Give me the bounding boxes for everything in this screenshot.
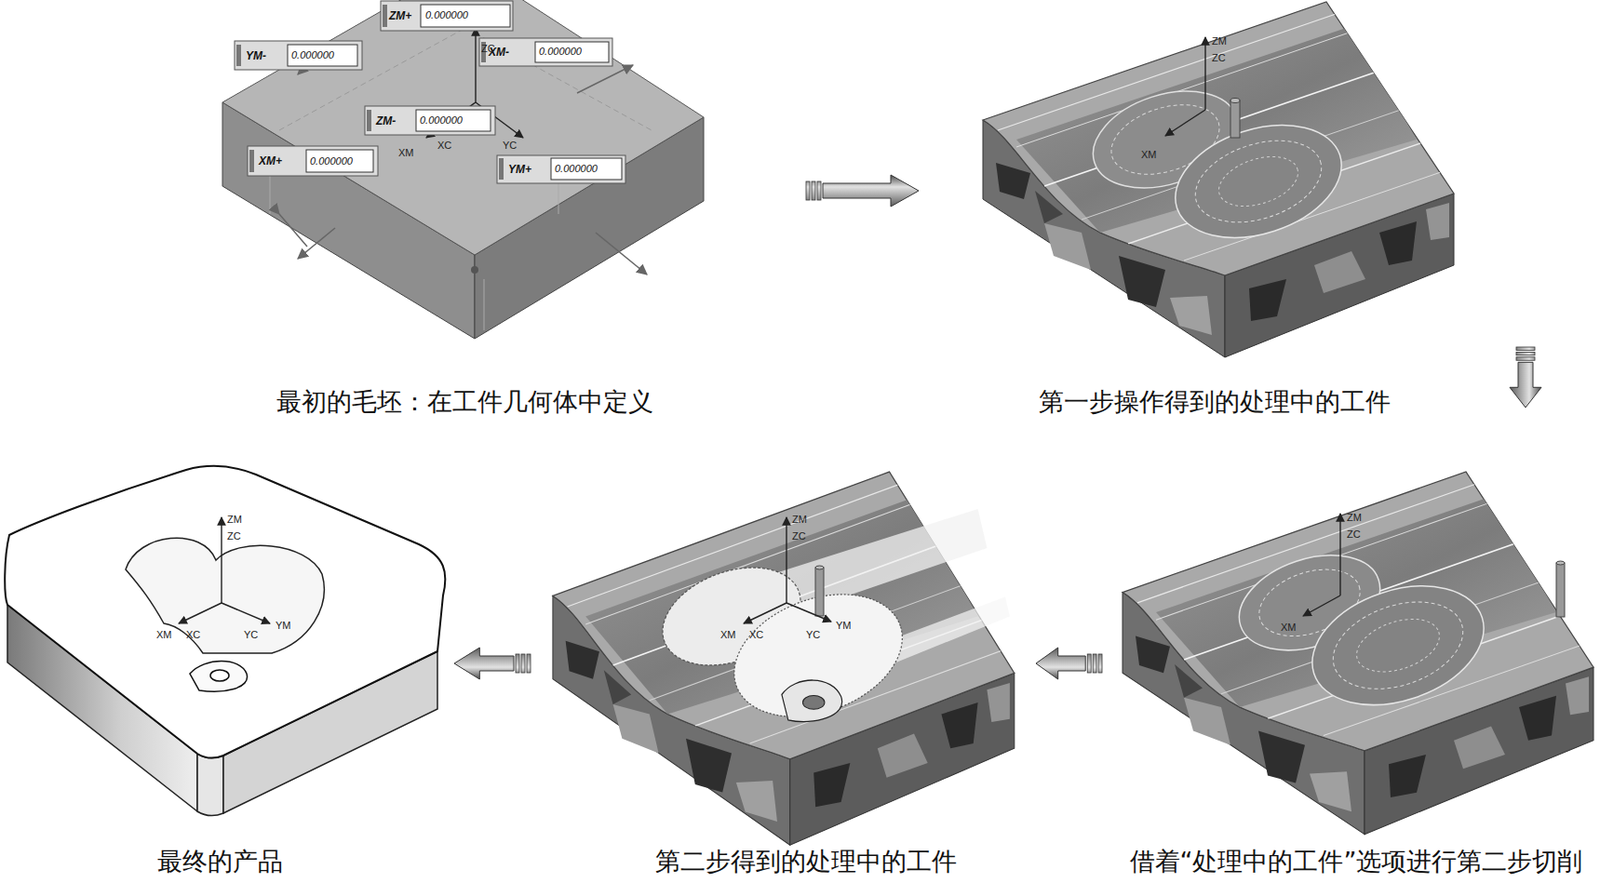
arrow-body — [454, 647, 514, 680]
arrow-tail-stripe — [1516, 347, 1535, 350]
axis-label: ZC — [227, 530, 242, 542]
stage-caption: 最初的毛坯：在工件几何体中定义 — [276, 387, 654, 417]
arrow-tail-stripe — [817, 181, 821, 201]
in-process-workpiece-1 — [982, 1, 1528, 358]
arrow-tail-stripe — [1098, 654, 1103, 673]
stage-caption: 第二步得到的处理中的工件 — [655, 847, 957, 877]
arrow-body — [822, 174, 919, 207]
arrow-tail-stripe — [806, 181, 810, 201]
offset-field-label: ZM- — [376, 114, 396, 128]
axis-label: XC — [437, 139, 452, 151]
axis-label: XC — [749, 629, 764, 641]
stage-panel: 借着“处理中的工件”选项进行第二步切削 — [1102, 407, 1597, 837]
stage-caption: 借着“处理中的工件”选项进行第二步切削 — [1129, 847, 1584, 877]
stage-caption: 第一步操作得到的处理中的工件 — [1038, 387, 1391, 417]
flow-arrow — [806, 174, 919, 207]
offset-value: 0.000000 — [309, 155, 353, 167]
axis-label: YC — [806, 629, 821, 641]
axis-label: ZM — [1211, 35, 1227, 47]
axis-label: YC — [243, 629, 258, 641]
offset-field-label: YM- — [245, 49, 267, 63]
axis-label: XM — [720, 629, 737, 641]
axis-label: ZC — [1346, 528, 1361, 540]
arrow-tail-stripe — [811, 181, 816, 201]
stage-panel: 第二步得到的处理中的工件 — [530, 464, 1036, 848]
axis-label: YM — [275, 619, 292, 632]
axis-label: XM — [398, 147, 415, 159]
offset-value: 0.000000 — [538, 45, 582, 57]
flow-arrow — [454, 647, 531, 680]
final-product — [4, 466, 445, 817]
offset-value: 0.000000 — [291, 49, 335, 61]
axis-label: YC — [502, 139, 517, 151]
arrow-tail-stripe — [1516, 351, 1535, 355]
arrow-tail-stripe — [1087, 654, 1091, 673]
flow-arrow — [1035, 647, 1103, 680]
arrow-body — [1035, 647, 1086, 680]
offset-field-label: YM+ — [508, 162, 532, 176]
axis-label: YM — [835, 619, 852, 632]
axis-label: XM — [1141, 148, 1157, 161]
offset-value: 0.000000 — [554, 162, 598, 175]
offset-field-label: ZM+ — [389, 9, 412, 23]
offset-field-label: XM+ — [258, 154, 283, 168]
axis-label: ZC — [481, 42, 496, 54]
arrow-tail-stripe — [1092, 654, 1097, 673]
offset-value: 0.000000 — [425, 9, 469, 21]
arrow-tail-stripe — [1516, 357, 1535, 361]
axis-label: ZC — [792, 530, 807, 542]
axis-label: ZC — [1211, 52, 1226, 64]
stage-caption: 最终的产品 — [157, 847, 283, 877]
axis-label: XM — [156, 629, 173, 641]
axis-label: XM — [1280, 621, 1297, 633]
arrow-tail-stripe — [526, 654, 531, 673]
axis-label: ZM — [792, 513, 807, 525]
axis-label: ZM — [227, 513, 243, 525]
arrow-tail-stripe — [521, 654, 525, 673]
second-cut-workpiece — [1122, 471, 1600, 835]
axis-label: XC — [186, 629, 201, 641]
arrow-body — [1509, 362, 1542, 408]
initial-blank — [222, 0, 704, 339]
offset-value: 0.000000 — [419, 114, 463, 126]
axis-label: ZM — [1346, 511, 1362, 524]
offset-dialog — [234, 0, 626, 184]
stage-panel: 第一步操作得到的处理中的工件 — [918, 0, 1546, 348]
arrow-tail-stripe — [515, 654, 520, 673]
flow-arrow — [1509, 347, 1542, 408]
in-process-workpiece-2 — [552, 471, 1087, 846]
